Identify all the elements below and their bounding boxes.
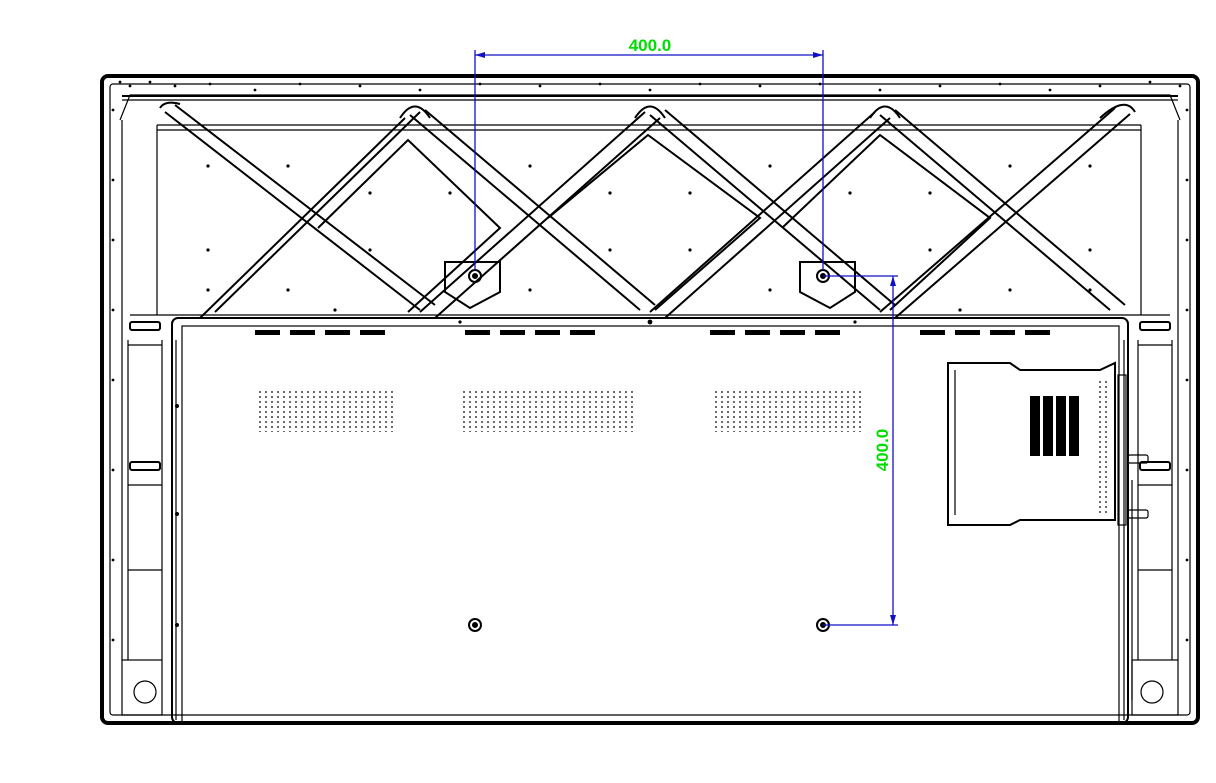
vent-slots: [255, 330, 1050, 335]
dimension-horizontal: [474, 50, 824, 270]
side-module: [947, 361, 1149, 700]
speaker-grilles: [255, 390, 863, 432]
dimension-label-vertical: 400.0: [873, 429, 892, 472]
dimension-label-horizontal: 400.0: [629, 36, 672, 55]
hole-bottom-left: [468, 618, 482, 632]
right-corner-block: [1131, 659, 1179, 716]
inner-frame: [109, 83, 1191, 716]
back-panel-outline: [171, 317, 1129, 724]
side-module-port-column: [1096, 380, 1108, 515]
screw-dots: [111, 80, 1189, 642]
grille-center: [463, 390, 635, 432]
grille-left: [255, 390, 393, 432]
right-mount-plate: [799, 261, 856, 310]
module-housing: [947, 361, 1116, 526]
left-mount-plate: [444, 261, 501, 310]
right-corner-hole: [1140, 680, 1164, 704]
left-corner-hole: [133, 680, 157, 704]
grille-right: [715, 390, 863, 432]
dimension-vertical: [823, 275, 898, 626]
back-panel: [171, 317, 1129, 724]
lattice-bracket: [159, 101, 1136, 319]
vesa-mount-plates: [444, 261, 856, 310]
left-corner-block: [121, 659, 163, 716]
side-module-vents: [1030, 396, 1079, 456]
